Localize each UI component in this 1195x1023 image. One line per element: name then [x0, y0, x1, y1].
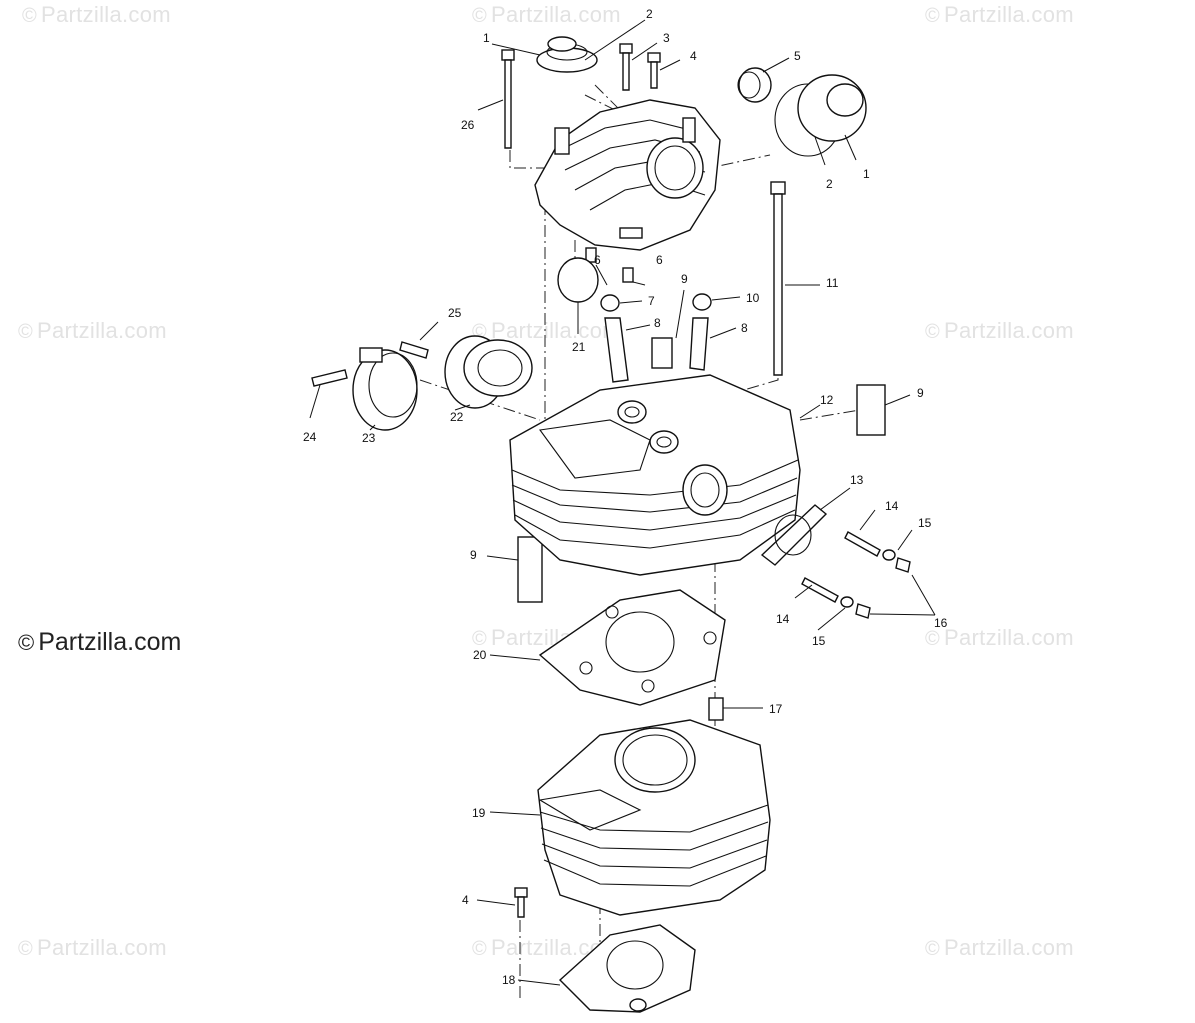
callout-15: 15 [918, 516, 932, 530]
bolt-11 [770, 181, 786, 376]
callout-2b: 2 [826, 177, 833, 191]
brand-copyright: ©Partzilla.com [18, 628, 182, 656]
callout-14: 14 [885, 499, 899, 513]
watermark: ©Partzilla.com [18, 935, 167, 960]
callout-10: 10 [746, 291, 760, 305]
callout-5: 5 [794, 49, 801, 63]
callout-9b: 9 [917, 386, 924, 400]
callout-2: 2 [646, 7, 653, 21]
valve-guide-8 [604, 317, 709, 383]
watermark: ©Partzilla.com [22, 2, 171, 27]
callout-6: 6 [594, 253, 601, 267]
callout-22: 22 [450, 410, 464, 424]
watermark: ©Partzilla.com [925, 935, 1074, 960]
bolt-26 [501, 49, 515, 149]
studs-14-15-16 [801, 531, 911, 619]
callout-14b: 14 [776, 612, 790, 626]
base-gasket-18 [558, 924, 696, 1013]
callout-8: 8 [654, 316, 661, 330]
plug-5 [737, 67, 772, 103]
callout-3: 3 [663, 31, 670, 45]
callout-12: 12 [820, 393, 834, 407]
callout-17: 17 [769, 702, 783, 716]
callout-23: 23 [362, 431, 376, 445]
watermark: ©Partzilla.com [472, 2, 621, 27]
callout-24: 24 [303, 430, 317, 444]
bolt-4 [647, 52, 661, 89]
watermark: ©Partzilla.com [18, 318, 167, 343]
bolt-4-lower [514, 887, 528, 918]
callout-20: 20 [473, 648, 487, 662]
screw-25 [399, 341, 429, 359]
callout-26: 26 [461, 118, 475, 132]
cylinder-head-12 [509, 374, 801, 576]
callout-9c: 9 [470, 548, 477, 562]
head-gasket-20 [538, 589, 726, 706]
callout-8b: 8 [741, 321, 748, 335]
callout-19: 19 [472, 806, 486, 820]
watermark: ©Partzilla.com [925, 2, 1074, 27]
callout-7: 7 [648, 294, 655, 308]
callout-4: 4 [690, 49, 697, 63]
callout-1b: 1 [863, 167, 870, 181]
watermark: ©Partzilla.com [925, 318, 1074, 343]
cap-and-oring-1-2 [774, 74, 867, 157]
cap-part-1-2 [536, 36, 598, 73]
watermark: ©Partzilla.com [925, 625, 1074, 650]
cylinder-19 [537, 719, 771, 916]
callout-25: 25 [448, 306, 462, 320]
dowel-17 [708, 697, 724, 721]
callout-1: 1 [483, 31, 490, 45]
callout-6b: 6 [656, 253, 663, 267]
callout-labels: 1 2 3 4 5 1 2 26 11 6 6 9 10 7 8 8 21 25… [303, 7, 948, 987]
exhaust-gasket-13 [760, 504, 828, 566]
screw-24 [311, 369, 348, 387]
callout-9: 9 [681, 272, 688, 286]
rocker-cover [534, 99, 721, 251]
callout-21: 21 [572, 340, 586, 354]
callout-15b: 15 [812, 634, 826, 648]
clamp-23 [352, 347, 418, 431]
leader-lines [309, 19, 936, 986]
callout-4b: 4 [462, 893, 469, 907]
callout-11: 11 [826, 276, 839, 290]
intake-boot-22 [444, 335, 533, 409]
plug-21 [557, 257, 599, 303]
dowel-6 [585, 247, 634, 283]
seal-7-10 [600, 293, 712, 312]
callout-18: 18 [502, 973, 516, 987]
shim-9 [517, 337, 886, 603]
callout-16: 16 [934, 616, 948, 630]
bolt-3 [619, 43, 633, 91]
callout-13: 13 [850, 473, 864, 487]
